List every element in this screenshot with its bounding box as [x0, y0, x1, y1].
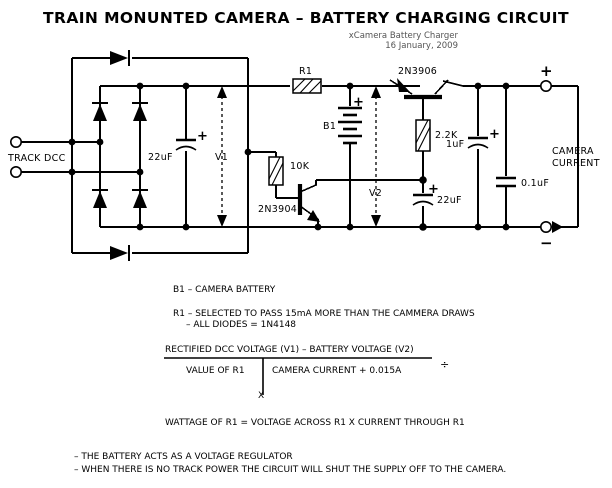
capacitor-0p1uf-label: 0.1uF [521, 178, 549, 189]
resistor-r1-label: R1 [299, 66, 312, 77]
diode-left-upper [92, 102, 108, 121]
formula-multiply-sign: X [258, 391, 265, 401]
subtitle-date: 16 January, 2009 [385, 41, 458, 51]
capacitor-22uf-lower [412, 180, 434, 231]
diode-top-horizontal [110, 50, 130, 66]
resistor-10k-label: 10K [290, 161, 310, 172]
diode-bottom-horizontal [110, 245, 130, 261]
battery-b1-label: B1 [323, 121, 336, 132]
output-plus-sign: + [540, 62, 553, 80]
resistor-10k [244, 148, 298, 199]
track-dcc-input[interactable] [10, 136, 140, 179]
junction-dot [136, 223, 144, 231]
battery-plus: + [353, 95, 364, 110]
note-diodes: – ALL DIODES = 1N4148 [186, 320, 297, 330]
page-title: TRAIN MONUNTED CAMERA – BATTERY CHARGING… [43, 9, 569, 27]
v1-measurement-arrow [217, 86, 227, 227]
footer-note-1: – THE BATTERY ACTS AS A VOLTAGE REGULATO… [74, 452, 293, 462]
output-terminal-positive[interactable] [539, 80, 578, 93]
output-minus-sign: − [540, 234, 553, 252]
footer-note-2: – WHEN THERE IS NO TRACK POWER THE CIRCU… [74, 465, 507, 475]
transistor-2n3904-label: 2N3904 [258, 204, 297, 215]
output-terminal-negative[interactable] [539, 221, 578, 234]
formula-denominator-right: CAMERA CURRENT + 0.015A [272, 366, 402, 376]
capacitor-1uf [467, 82, 489, 231]
v2-measurement-arrow [371, 86, 381, 227]
resistor-2k2 [415, 119, 431, 180]
capacitor-1uf-label: 1uF [446, 139, 464, 150]
formula-numerator: RECTIFIED DCC VOLTAGE (V1) – BATTERY VOL… [165, 345, 414, 355]
capacitor-0p1uf [496, 82, 516, 231]
transistor-2n3906-label: 2N3906 [398, 66, 437, 77]
diode-mid-upper [132, 102, 148, 121]
capacitor-input-plus: + [197, 129, 208, 144]
capacitor-22uf-label: 22uF [437, 195, 462, 206]
junction-dot [68, 138, 76, 146]
note-r1: R1 – SELECTED TO PASS 15mA MORE THAN THE… [173, 309, 475, 319]
battery-b1 [338, 82, 362, 231]
diode-left-lower [92, 189, 108, 208]
junction-dot [136, 82, 144, 90]
capacitor-22uf-plus: + [428, 182, 439, 197]
subtitle-project: xCamera Battery Charger [348, 31, 458, 41]
camera-current-label-1: CAMERA [552, 146, 594, 157]
resistor-r1 [292, 78, 322, 94]
note-b1: B1 – CAMERA BATTERY [173, 285, 276, 295]
resistor-2k2-label: 2.2K [435, 130, 458, 141]
v2-label: V2 [369, 188, 382, 199]
positive-rail [140, 80, 545, 87]
formula-rules [164, 357, 432, 395]
transistor-2n3904-npn [297, 179, 350, 231]
formula-wattage: WATTAGE OF R1 = VOLTAGE ACROSS R1 X CURR… [165, 418, 465, 428]
junction-dot [136, 168, 144, 176]
track-dcc-label: TRACK DCC [7, 153, 66, 164]
diode-mid-lower [132, 189, 148, 208]
formula-divide-sign: ÷ [440, 358, 450, 371]
camera-current-label-2: CURRENT [552, 158, 600, 169]
transistor-2n3906-pnp [389, 78, 449, 120]
capacitor-input-22uf [175, 82, 197, 231]
v1-label: V1 [215, 152, 228, 163]
junction-dot [68, 168, 76, 176]
junction-dot [96, 138, 104, 146]
capacitor-input-label: 22uF [148, 152, 173, 163]
formula-denominator-left: VALUE OF R1 [186, 366, 245, 376]
capacitor-1uf-plus: + [489, 127, 500, 142]
